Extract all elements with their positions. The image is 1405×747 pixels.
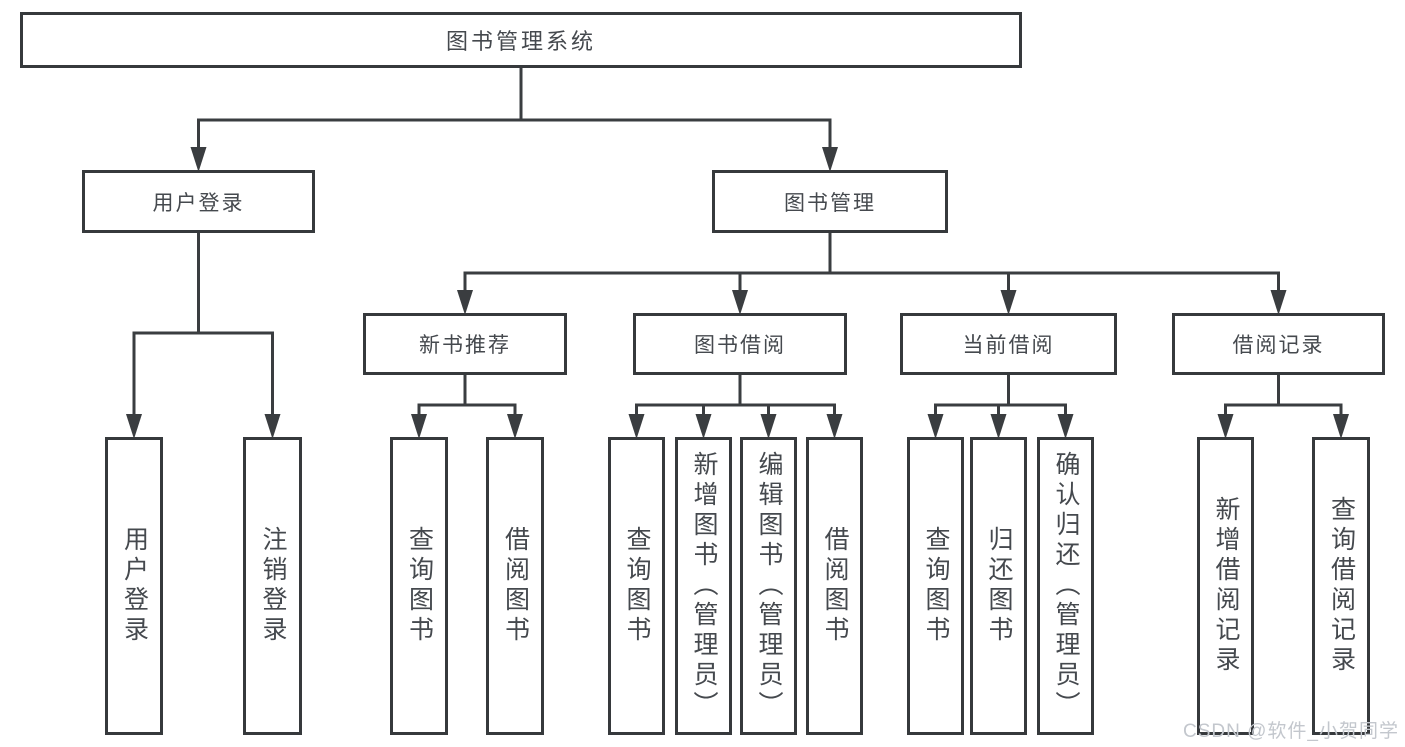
node-leaf-br-query: 查询借阅记录 (1312, 437, 1370, 735)
node-borrow-records: 借阅记录 (1172, 313, 1385, 375)
node-label-leaf-nbr-borrow: 借阅图书 (501, 526, 530, 646)
arrowhead-icon (1217, 414, 1234, 439)
node-label-book-mgmt: 图书管理 (784, 191, 876, 215)
node-leaf-cb-confirm: 确认归还（管理员） (1037, 437, 1094, 735)
arrowhead-icon (1000, 290, 1017, 315)
node-root: 图书管理系统 (20, 12, 1022, 68)
node-label-leaf-bb-add: 新增图书（管理员） (690, 451, 718, 721)
node-leaf-br-add: 新增借阅记录 (1197, 437, 1254, 735)
node-user-login: 用户登录 (82, 170, 315, 233)
node-label-current-borrow: 当前借阅 (962, 334, 1055, 357)
node-leaf-user-login: 用户登录 (105, 437, 163, 735)
arrowhead-icon (1270, 290, 1287, 315)
node-book-mgmt: 图书管理 (712, 170, 948, 233)
node-label-leaf-bb-borrow: 借阅图书 (821, 526, 849, 646)
node-label-leaf-cb-return: 归还图书 (985, 526, 1013, 646)
arrowhead-icon (822, 147, 838, 172)
arrowhead-icon (411, 414, 427, 439)
node-leaf-cb-return: 归还图书 (970, 437, 1027, 735)
arrowhead-icon (1057, 414, 1074, 439)
watermark-text: CSDN @软件_小贺同学 (1183, 721, 1399, 742)
arrowhead-icon (264, 414, 281, 439)
node-label-root: 图书管理系统 (445, 29, 596, 54)
node-book-borrow: 图书借阅 (633, 313, 847, 375)
node-label-leaf-br-query: 查询借阅记录 (1327, 496, 1356, 676)
arrowhead-icon (507, 414, 523, 439)
node-label-leaf-bb-query: 查询图书 (623, 526, 651, 646)
arrowhead-icon (732, 290, 748, 315)
arrowhead-icon (826, 414, 843, 439)
arrowhead-icon (1333, 414, 1349, 439)
node-label-leaf-logout: 注销登录 (259, 526, 287, 646)
node-label-borrow-records: 借阅记录 (1232, 334, 1325, 357)
node-label-leaf-nbr-query: 查询图书 (405, 526, 434, 646)
node-leaf-bb-query: 查询图书 (608, 437, 665, 735)
node-label-leaf-bb-edit: 编辑图书（管理员） (755, 451, 783, 721)
arrowhead-icon (760, 414, 777, 439)
node-label-leaf-user-login: 用户登录 (120, 526, 149, 646)
node-new-book-rec: 新书推荐 (363, 313, 567, 375)
node-label-user-login: 用户登录 (152, 191, 245, 215)
node-leaf-cb-query: 查询图书 (907, 437, 964, 735)
node-label-book-borrow: 图书借阅 (694, 334, 786, 357)
arrowhead-icon (628, 414, 645, 439)
arrowhead-icon (457, 290, 473, 315)
node-leaf-nbr-borrow: 借阅图书 (486, 437, 544, 735)
node-leaf-bb-add: 新增图书（管理员） (675, 437, 732, 735)
node-current-borrow: 当前借阅 (900, 313, 1117, 375)
arrowhead-icon (126, 414, 142, 439)
node-label-leaf-br-add: 新增借阅记录 (1212, 496, 1240, 676)
arrowhead-icon (927, 414, 944, 439)
node-label-new-book-rec: 新书推荐 (419, 334, 511, 357)
arrowhead-icon (990, 414, 1007, 439)
node-leaf-bb-edit: 编辑图书（管理员） (740, 437, 797, 735)
node-leaf-bb-borrow: 借阅图书 (806, 437, 863, 735)
node-label-leaf-cb-query: 查询图书 (922, 526, 950, 646)
arrowhead-icon (695, 414, 712, 439)
node-label-leaf-cb-confirm: 确认归还（管理员） (1052, 451, 1080, 721)
arrowhead-icon (190, 147, 207, 172)
node-leaf-logout: 注销登录 (243, 437, 302, 735)
node-leaf-nbr-query: 查询图书 (390, 437, 448, 735)
